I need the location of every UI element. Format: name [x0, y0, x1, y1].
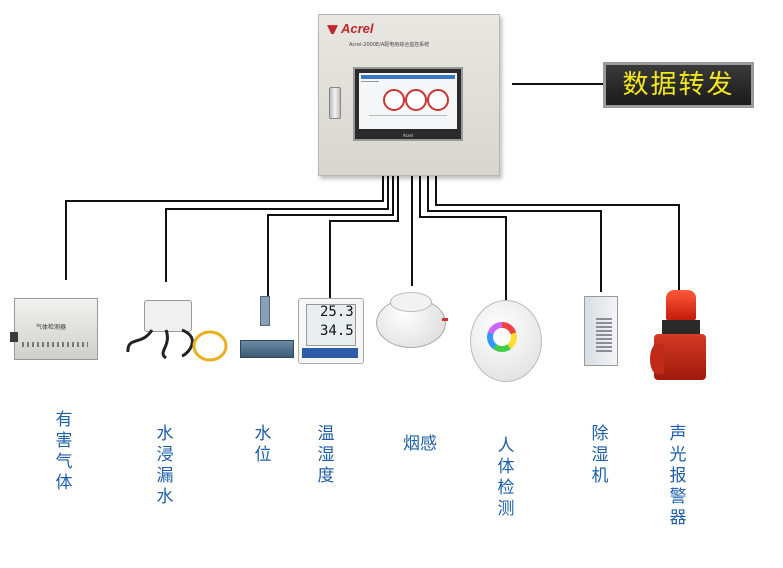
smoke-detector-device	[376, 288, 450, 354]
label-water-leak: 水浸漏水	[156, 424, 174, 507]
humidity-reading: 34.5	[320, 323, 354, 339]
wire-water-leak	[165, 176, 389, 282]
screen-brand: Acrel	[403, 133, 413, 138]
label-dehumidifier: 除湿机	[591, 424, 609, 486]
dehumidifier-device	[584, 296, 618, 366]
wire-dehumidifier	[427, 176, 602, 292]
label-alarm: 声光报警器	[669, 424, 687, 528]
temperature-reading: 25.3	[320, 304, 354, 320]
temp-humidity-device: 25.3 34.5	[298, 298, 364, 364]
device-text: 气体检测器	[36, 324, 67, 331]
label-human-detect: 人体检测	[497, 436, 515, 519]
monitoring-controller-cabinet: Acrel Acrel-2000E/A配电房综合监控系统 Acrel	[318, 14, 500, 176]
label-temp-humidity: 温湿度	[317, 424, 335, 486]
wire-alarm	[435, 176, 680, 290]
wire-harmful-gas	[65, 176, 384, 280]
label-smoke: 烟感	[403, 434, 437, 454]
wire-water-level	[267, 176, 394, 296]
wire-temp-humidity	[329, 176, 399, 300]
label-water-level: 水位	[254, 424, 272, 465]
human-detector-device	[470, 300, 542, 382]
alarm-device	[650, 290, 712, 384]
door-handle	[329, 87, 341, 119]
model-text: Acrel-2000E/A配电房综合监控系统	[349, 42, 430, 48]
touch-screen: Acrel	[353, 67, 463, 141]
wire-human-detect	[419, 176, 507, 300]
water-level-sensor-device	[240, 292, 294, 364]
harmful-gas-detector-device: 气体检测器	[10, 298, 98, 364]
acrel-logo: Acrel	[327, 21, 374, 36]
data-forward-box: 数据转发	[603, 62, 754, 108]
water-leak-sensor-device	[122, 296, 232, 366]
label-harmful-gas: 有害气体	[55, 410, 73, 493]
